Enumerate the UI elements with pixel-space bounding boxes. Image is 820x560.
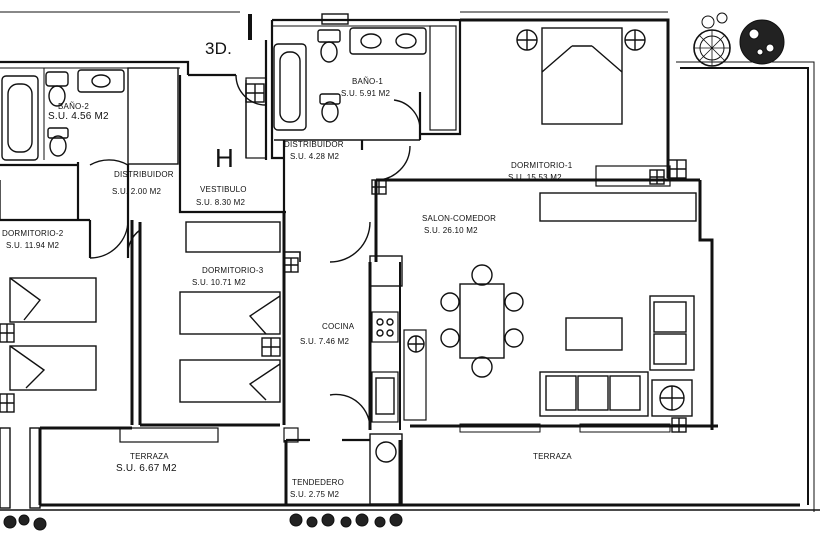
- furniture: [0, 27, 695, 463]
- room-vestibulo-area: S.U. 8.30 M2: [196, 198, 246, 207]
- room-cocina-name: COCINA: [322, 322, 355, 331]
- room-vestibulo-name: VESTIBULO: [200, 185, 247, 194]
- room-dormitorio2-name: DORMITORIO-2: [2, 229, 64, 238]
- room-dormitorio3-area: S.U. 10.71 M2: [192, 278, 246, 287]
- plants: [3, 12, 785, 531]
- room-bano2-name: BAÑO-2: [58, 102, 89, 111]
- bathroom-fixtures: [1, 13, 427, 161]
- room-distribuidor-center-name: DISTRIBUIDOR: [284, 140, 344, 149]
- room-bano2-area: S.U. 4.56 M2: [48, 111, 109, 122]
- room-salon-name: SALON-COMEDOR: [422, 214, 497, 223]
- room-tendedero-name: TENDEDERO: [292, 478, 345, 487]
- room-terraza-left-name: TERRAZA: [130, 452, 169, 461]
- room-distribuidor-left-name: DISTRIBUIDOR: [114, 170, 174, 179]
- room-terraza-right-name: TERRAZA: [533, 452, 572, 461]
- room-distribuidor-left-area: S.U. 2.00 M2: [112, 187, 162, 196]
- room-terraza-left-area: S.U. 6.67 M2: [116, 463, 177, 474]
- room-dormitorio1-area: S.U. 15.53 M2: [508, 173, 562, 182]
- unit-code: 3D.: [205, 39, 233, 58]
- unit-letter: H: [215, 143, 234, 173]
- room-cocina-area: S.U. 7.46 M2: [300, 337, 350, 346]
- room-bano1-area: S.U. 5.91 M2: [341, 89, 391, 98]
- room-dormitorio3-name: DORMITORIO-3: [202, 266, 264, 275]
- room-distribuidor-center-area: S.U. 4.28 M2: [290, 152, 340, 161]
- room-salon-area: S.U. 26.10 M2: [424, 226, 478, 235]
- room-bano1-name: BAÑO-1: [352, 77, 383, 86]
- door-swings: [0, 74, 421, 431]
- top-boundary: [0, 11, 668, 40]
- room-dormitorio2-area: S.U. 11.94 M2: [6, 241, 60, 250]
- room-dormitorio1-name: DORMITORIO-1: [511, 161, 573, 170]
- plan-walls: [0, 18, 820, 512]
- room-tendedero-area: S.U. 2.75 M2: [290, 490, 340, 499]
